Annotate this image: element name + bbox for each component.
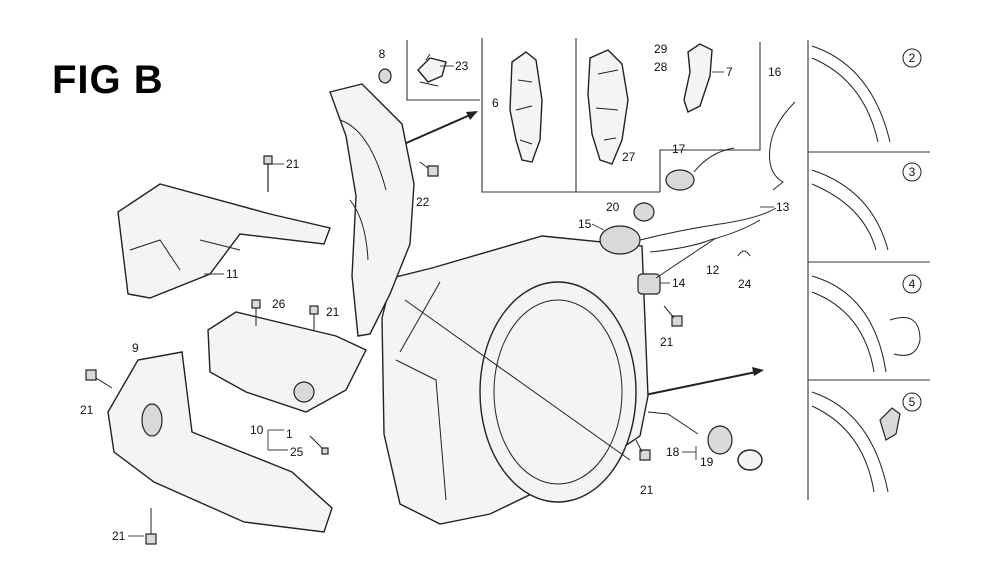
view-4-marker: 4 bbox=[902, 274, 922, 294]
callout-7: 7 bbox=[726, 65, 733, 79]
bolt-21-shroud bbox=[635, 439, 651, 461]
svg-text:4: 4 bbox=[909, 277, 916, 291]
head-cover bbox=[329, 83, 415, 337]
callout-12: 12 bbox=[706, 263, 720, 277]
svg-text:5: 5 bbox=[909, 395, 916, 409]
part-14-connector bbox=[637, 273, 661, 295]
inset-box-shrouds bbox=[481, 38, 761, 193]
part-10-bracket bbox=[207, 311, 367, 413]
callout-20: 20 bbox=[606, 200, 620, 214]
part-15-coil bbox=[599, 225, 641, 255]
callout-21-bottom: 21 bbox=[112, 529, 126, 543]
part-17-switch bbox=[665, 147, 735, 191]
callout-23: 23 bbox=[455, 59, 469, 73]
callout-18: 18 bbox=[666, 445, 680, 459]
callout-13: 13 bbox=[776, 200, 790, 214]
callout-11: 11 bbox=[226, 267, 239, 281]
bolt-21-bottom bbox=[145, 508, 157, 545]
arrow-to-inset bbox=[403, 111, 478, 145]
callout-22: 22 bbox=[416, 195, 430, 209]
part-9-lower-cover bbox=[107, 351, 333, 533]
part-27-plate bbox=[587, 49, 629, 165]
callout-15: 15 bbox=[578, 217, 592, 231]
svg-text:2: 2 bbox=[909, 51, 916, 65]
part-16-wire bbox=[769, 101, 796, 191]
callout-17: 17 bbox=[672, 142, 686, 156]
bolt-26 bbox=[251, 299, 261, 326]
part-24-clip bbox=[737, 250, 751, 257]
bolt-21-top bbox=[263, 155, 273, 192]
callout-14: 14 bbox=[672, 276, 686, 290]
callout-16: 16 bbox=[768, 65, 782, 79]
bolt-21-mid bbox=[309, 305, 319, 330]
bolt-21-coil bbox=[663, 305, 683, 327]
callout-24: 24 bbox=[738, 277, 752, 291]
callout-21-top: 21 bbox=[286, 157, 300, 171]
figure-title: FIG B bbox=[52, 58, 164, 102]
bolt-21-left bbox=[85, 369, 113, 389]
part-7-plate bbox=[683, 43, 713, 113]
part-20-grommet bbox=[633, 202, 655, 222]
callout-6: 6 bbox=[492, 96, 499, 110]
callout-26: 26 bbox=[272, 297, 286, 311]
callout-1: 1 bbox=[286, 427, 293, 441]
callout-29: 29 bbox=[654, 42, 668, 56]
fan-shroud bbox=[381, 235, 649, 525]
callout-19: 19 bbox=[700, 455, 714, 469]
callout-21-mid: 21 bbox=[326, 305, 340, 319]
nut-8 bbox=[378, 68, 392, 84]
callout-10: 10 bbox=[250, 423, 264, 437]
bolt-25 bbox=[309, 435, 329, 455]
part-18-19-switch bbox=[647, 411, 763, 471]
inset-box-23 bbox=[406, 40, 480, 101]
view-5-marker: 5 bbox=[902, 392, 922, 412]
callout-21-coil: 21 bbox=[660, 335, 674, 349]
callout-25: 25 bbox=[290, 445, 304, 459]
callout-27: 27 bbox=[622, 150, 636, 164]
view-3-marker: 3 bbox=[902, 162, 922, 182]
callout-21-shroud: 21 bbox=[640, 483, 654, 497]
svg-text:3: 3 bbox=[909, 165, 916, 179]
part-11-air-guide bbox=[117, 183, 331, 299]
view-2-marker: 2 bbox=[902, 48, 922, 68]
wire-harness bbox=[639, 207, 777, 279]
detail-strip bbox=[807, 40, 930, 500]
callout-9: 9 bbox=[132, 341, 139, 355]
callout-21-left: 21 bbox=[80, 403, 94, 417]
arrow-to-detail bbox=[639, 367, 764, 397]
callout-28: 28 bbox=[654, 60, 668, 74]
callout-8: 8 bbox=[379, 47, 386, 61]
bolt-22 bbox=[419, 161, 439, 177]
